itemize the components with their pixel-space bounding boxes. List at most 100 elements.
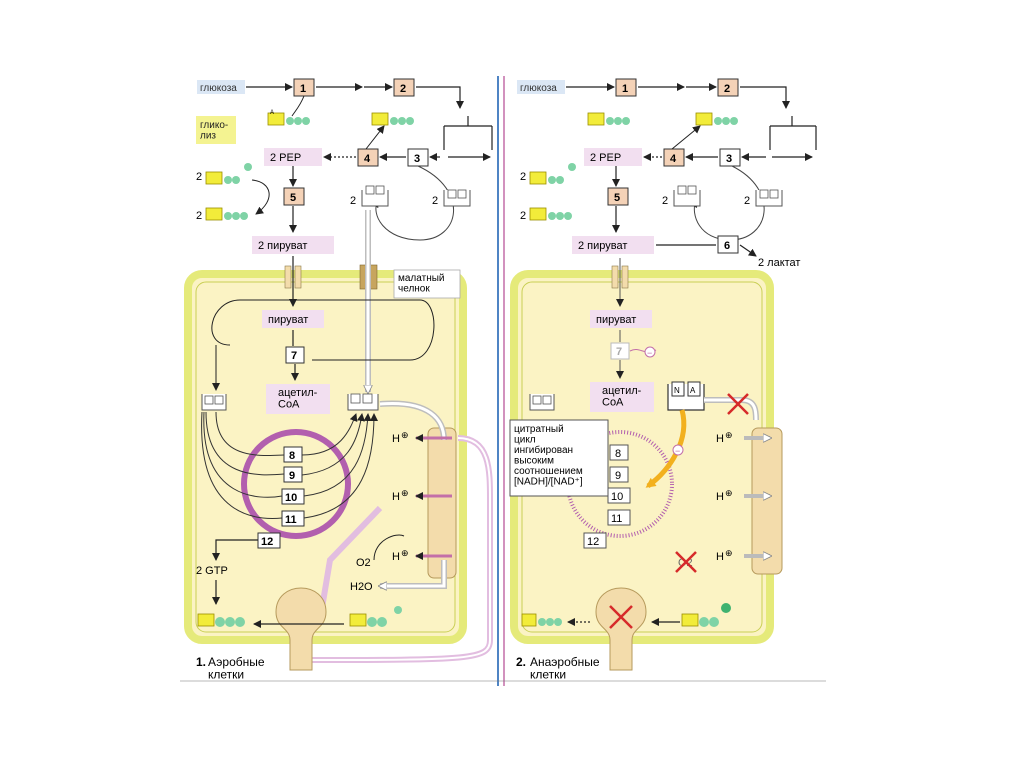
step-5-box — [283, 187, 305, 206]
atp-count-5: 2 — [196, 210, 202, 222]
atp-synthase-r — [595, 587, 647, 671]
step-12: 12 — [261, 536, 273, 548]
step-9-r: 9 — [615, 470, 621, 482]
matrix-nadh-icon-r: N A — [667, 381, 705, 411]
adp-count-5a: 2 — [196, 171, 202, 183]
step-12-box-r — [583, 532, 607, 549]
step-11-r: 11 — [611, 513, 622, 525]
hplus-3-r: H — [716, 551, 724, 563]
step-11: 11 — [285, 514, 297, 526]
nadh-icon — [361, 185, 389, 207]
step-8: 8 — [289, 450, 295, 462]
panel-aerobic: глюкоза 1 2 глико-лиз A 2 PEP 4 — [184, 78, 493, 682]
step-2-r: 2 — [724, 83, 730, 95]
pyruvate-transporter-b-r — [621, 265, 629, 289]
pep-label: 2 PEP — [270, 152, 301, 164]
lactate-label: 2 лактат — [758, 257, 800, 269]
phosphate-icon-r — [568, 163, 576, 171]
citric-acid-cycle — [241, 429, 351, 539]
etc-water-path-inner — [380, 560, 446, 586]
o2-label: O2 — [356, 557, 371, 569]
glucose-label-bg — [197, 80, 245, 94]
pyruvate-transporter-a — [284, 265, 292, 289]
glycolysis-fork-r — [769, 116, 817, 150]
step-3-r: 3 — [726, 153, 732, 165]
cycle-step-boxes: 8 9 10 11 — [281, 446, 305, 527]
pyruvate-label: пируват — [268, 314, 308, 326]
hplus-1-r: H — [716, 433, 724, 445]
adp-icon — [371, 112, 414, 126]
step-5: 5 — [290, 192, 296, 204]
step-1-r: 1 — [622, 83, 628, 95]
svg-text:−: − — [675, 446, 680, 456]
proton-pumps-r: H ⊕ H ⊕ H ⊕ — [716, 430, 770, 563]
adp-input-icon-r — [681, 603, 731, 627]
inhibition-note-box — [509, 419, 609, 497]
step-2-box-r — [717, 78, 739, 97]
electron-transport-chain-r — [751, 427, 783, 575]
step-4-r: 4 — [670, 153, 677, 165]
blocked-nadh-x-icon — [727, 393, 749, 415]
hplus-3: H — [392, 551, 400, 563]
step-7: 7 — [291, 350, 297, 362]
adp-input-icon — [349, 606, 402, 627]
step-3: 3 — [414, 153, 420, 165]
step-8-r: 8 — [615, 448, 621, 460]
o2-arrow — [373, 534, 405, 561]
step-9-box-r — [609, 466, 629, 483]
nad-icon-r — [755, 189, 783, 207]
arrow-6-lactate — [739, 244, 757, 257]
blocked-o2-x-icon — [675, 551, 697, 573]
step-5-r: 5 — [614, 192, 620, 204]
arc-10 — [203, 411, 283, 498]
acetylcoa-label: ацетил-CoA — [278, 387, 318, 411]
hplus-2: H — [392, 491, 400, 503]
svg-text:−: − — [647, 348, 652, 358]
step-10-r: 10 — [611, 491, 623, 503]
nadh-count-r: 2 — [662, 195, 668, 207]
glucose-label-r: глюкоза — [520, 83, 557, 94]
glycolysis-label: глико-лиз — [200, 120, 228, 142]
step-6-box — [717, 235, 739, 254]
hplus-1: H — [392, 433, 400, 445]
pyruvate-label-bg-r — [590, 310, 652, 328]
atp-icon-5-r — [529, 207, 572, 221]
arrow-nad-loop — [211, 299, 435, 361]
glycolysis-fork — [443, 116, 493, 150]
step-4: 4 — [364, 153, 371, 165]
acetylcoa-label-bg-r — [590, 382, 654, 412]
svg-text:A: A — [690, 386, 696, 395]
arc-8-out — [301, 413, 358, 456]
pyruvate2-label-r: 2 пируват — [578, 240, 627, 252]
step-1: 1 — [300, 83, 306, 95]
arc-11 — [201, 411, 283, 519]
matrix-nadh-icon — [347, 393, 379, 411]
adp-icon-5 — [205, 171, 240, 185]
glycolysis-label-bg — [196, 116, 236, 144]
nad-icon — [443, 189, 471, 207]
atp-product-icon — [197, 613, 245, 627]
arc-11-out — [303, 413, 378, 519]
gtp-label: 2 GTP — [196, 565, 228, 577]
atp-icon: A — [267, 110, 310, 126]
svg-text:A: A — [270, 110, 274, 116]
arc-9-out — [301, 413, 365, 476]
acetylcoa-label-r: ацетил-CoA — [602, 385, 642, 409]
step-7-r: 7 — [616, 346, 622, 358]
blocked-synthase-x-icon — [609, 605, 633, 629]
arc-10-out — [303, 413, 372, 497]
panel-anaerobic: глюкоза 1 2 2 PEP 4 3 — [509, 78, 817, 682]
step-4-box-r — [663, 148, 685, 167]
hplus-2-r: H — [716, 491, 724, 503]
nad-cycle-arrow-r — [689, 165, 765, 241]
arrow-4-atp — [365, 125, 385, 150]
matrix-nad-icon-r — [529, 394, 555, 411]
step-9: 9 — [289, 470, 295, 482]
svg-text:⊕: ⊕ — [401, 430, 409, 440]
arrow-atp-1 — [291, 95, 305, 117]
caption-number: 1. — [196, 655, 206, 669]
matrix-nad-icon — [201, 394, 227, 411]
nad-count: 2 — [432, 195, 438, 207]
